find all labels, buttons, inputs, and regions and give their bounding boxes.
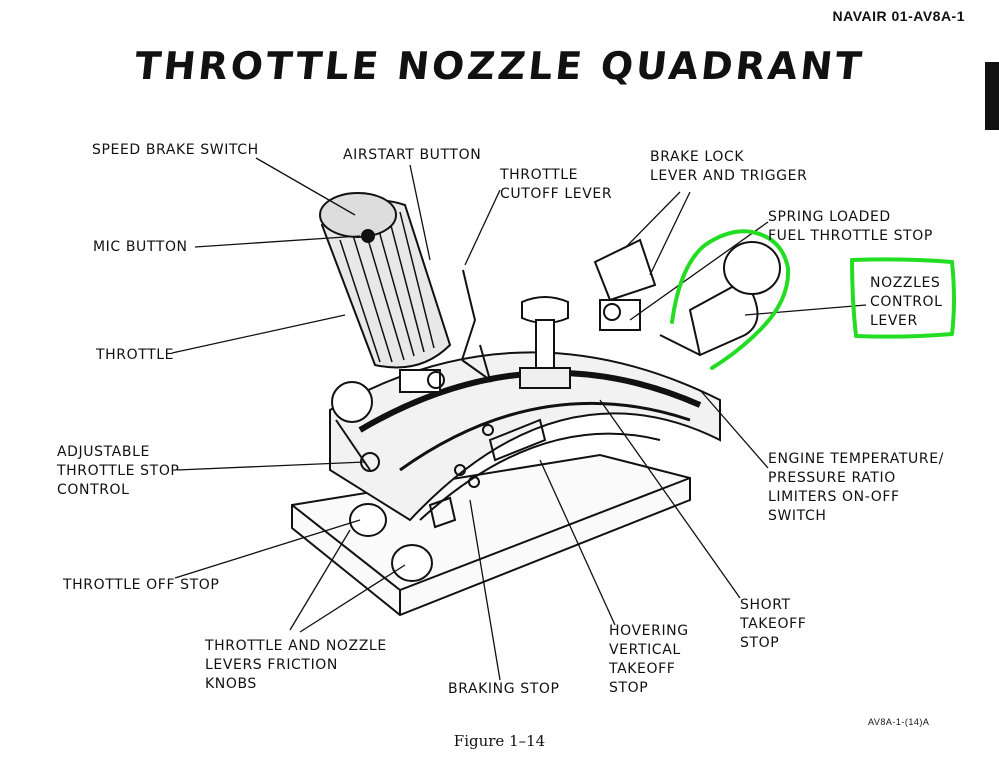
label-engine-temperature-switch: ENGINE TEMPERATURE/ PRESSURE RATIO LIMIT… <box>768 451 944 524</box>
throttle-grip <box>319 192 452 393</box>
label-brake-lock: BRAKE LOCK LEVER AND TRIGGER <box>650 149 808 184</box>
label-hovering-vertical-takeoff-stop: HOVERING VERTICAL TAKEOFF STOP <box>609 623 689 696</box>
document-id: NAVAIR 01-AV8A-1 <box>832 8 965 24</box>
label-airstart-button: AIRSTART BUTTON <box>343 147 482 163</box>
label-mic-button: MIC BUTTON <box>93 239 188 255</box>
label-spring-loaded-stop: SPRING LOADED FUEL THROTTLE STOP <box>768 209 933 244</box>
nozzle-lever <box>593 238 781 357</box>
label-highlight-box <box>850 257 956 339</box>
green-highlight-annotations <box>670 229 956 370</box>
cutoff-lever <box>461 269 477 361</box>
label-throttle-off-stop: THROTTLE OFF STOP <box>63 577 220 593</box>
label-short-takeoff-stop: SHORT TAKEOFF STOP <box>740 597 807 651</box>
figure-reference-code: AV8A-1-(14)A <box>868 717 930 727</box>
adjustable-stop-knob <box>331 381 373 423</box>
label-braking-stop: BRAKING STOP <box>448 681 560 697</box>
label-speed-brake-switch: SPEED BRAKE SWITCH <box>92 142 259 158</box>
friction-knob-1 <box>349 503 387 537</box>
center-knob <box>519 296 571 389</box>
label-adjustable-throttle-stop: ADJUSTABLE THROTTLE STOP CONTROL <box>57 444 180 498</box>
leader-lines <box>171 157 867 681</box>
label-throttle-cutoff-lever: THROTTLE CUTOFF LEVER <box>500 167 613 202</box>
friction-knob-2 <box>391 544 433 582</box>
lever-highlight-outline <box>670 229 791 370</box>
label-nozzles-control-lever: NOZZLES CONTROL LEVER <box>870 275 943 329</box>
label-friction-knobs: THROTTLE AND NOZZLE LEVERS FRICTION KNOB… <box>205 638 387 692</box>
figure-caption: Figure 1–14 <box>453 732 546 750</box>
page-edge-tab <box>985 62 999 130</box>
label-throttle: THROTTLE <box>96 347 175 363</box>
